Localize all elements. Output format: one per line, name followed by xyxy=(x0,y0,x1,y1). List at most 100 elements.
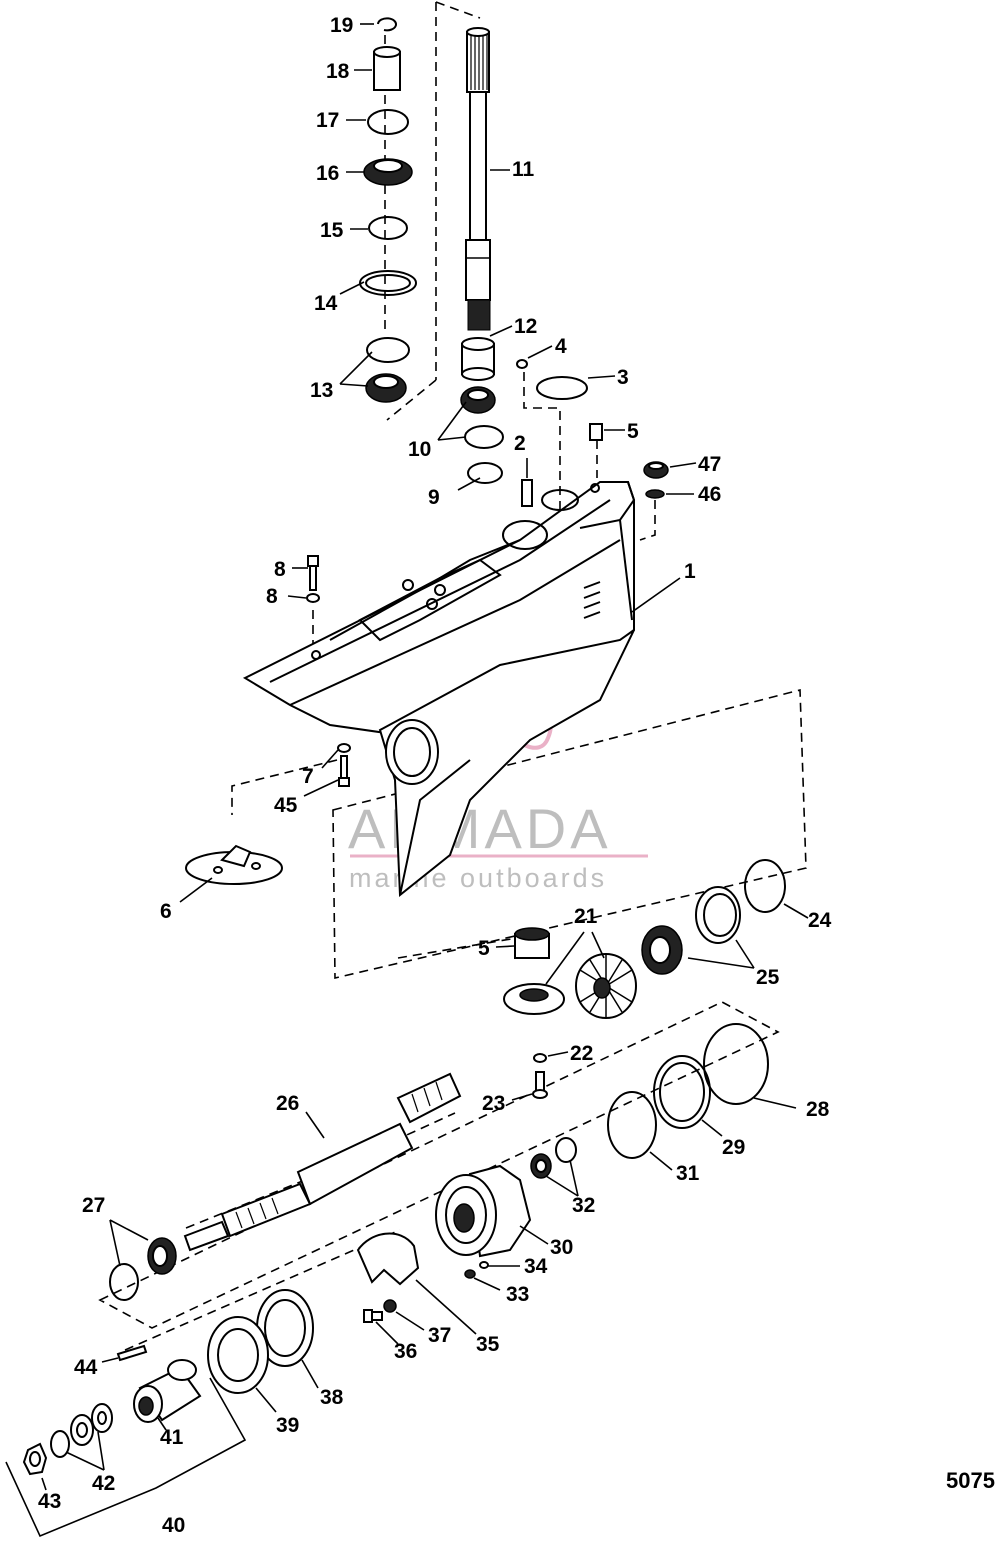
callout-19: 18 xyxy=(326,60,350,83)
callout-22: 22 xyxy=(570,1042,593,1065)
callout-36: 36 xyxy=(394,1340,417,1363)
callout-24: 24 xyxy=(808,909,832,932)
part-9-bolt xyxy=(307,555,319,591)
callout-31: 31 xyxy=(676,1162,700,1185)
part-29-ring xyxy=(653,1055,711,1129)
callout-18: 17 xyxy=(316,109,339,132)
callout-33: 33 xyxy=(506,1283,529,1306)
callout-27: 27 xyxy=(82,1194,105,1217)
part-39-retainer-nut xyxy=(207,1316,269,1394)
part-30-bearing-carrier xyxy=(435,1164,532,1258)
callout-14: 13 xyxy=(310,379,333,402)
part-31-o-ring xyxy=(607,1091,657,1159)
part-47-seal xyxy=(643,461,669,479)
part-5-dowel xyxy=(589,423,603,441)
part-12-driveshaft xyxy=(465,27,491,331)
callout-labels: 19 18 17 16 15 14 13 11 12 4 3 5 2 10 9 … xyxy=(38,14,832,1537)
leader-lines xyxy=(41,23,809,1491)
callout-47: 47 xyxy=(698,453,721,476)
part-37-washer xyxy=(383,1299,397,1313)
part-1-gear-housing xyxy=(242,481,636,898)
part-11-bearing-cup xyxy=(460,386,504,449)
callout-12: 11 xyxy=(512,158,535,181)
part-33-screw xyxy=(464,1269,476,1279)
callout-35: 35 xyxy=(476,1333,500,1356)
callout-37: 37 xyxy=(428,1324,451,1347)
part-28-o-ring xyxy=(703,1023,769,1105)
callout-29: 29 xyxy=(722,1136,745,1159)
part-46-washer xyxy=(645,489,665,499)
part-26-propeller-shaft xyxy=(183,1072,462,1252)
part-36-bolt xyxy=(363,1309,383,1323)
callout-4: 4 xyxy=(555,335,567,358)
callout-10: 9 xyxy=(428,486,440,509)
part-17-bearing xyxy=(363,158,413,186)
part-7-trim-tab xyxy=(185,844,283,885)
callout-23: 23 xyxy=(482,1092,505,1115)
callout-5: 5 xyxy=(627,420,639,443)
part-35-retainer-clamp xyxy=(356,1232,420,1286)
part-13-bushing xyxy=(461,337,495,381)
callout-17: 16 xyxy=(316,162,339,185)
part-43-prop-nut xyxy=(22,1442,48,1476)
part-19-sleeve xyxy=(373,46,401,91)
part-15-shim xyxy=(359,270,417,296)
callout-21: 21 xyxy=(574,905,598,928)
callout-28: 28 xyxy=(806,1098,830,1121)
callout-8-lower: 7 xyxy=(302,765,314,788)
callout-41: 41 xyxy=(160,1426,184,1449)
callout-3: 3 xyxy=(617,366,629,389)
part-3-o-ring xyxy=(536,376,588,400)
callout-8-upper: 8 xyxy=(266,585,278,608)
callout-30: 30 xyxy=(550,1236,573,1259)
callout-26: 26 xyxy=(276,1092,299,1115)
callout-38: 38 xyxy=(320,1386,344,1409)
part-27-bearing xyxy=(109,1237,177,1301)
callout-34: 34 xyxy=(524,1255,548,1278)
part-32-seals xyxy=(530,1137,577,1179)
part-14-tapered-bearing xyxy=(365,337,410,403)
part-34-washer xyxy=(479,1261,489,1269)
callout-11: 10 xyxy=(408,438,431,461)
part-40-kit-bracket xyxy=(5,1377,247,1538)
callout-9: 8 xyxy=(274,558,286,581)
part-16-ring xyxy=(368,216,408,240)
watermark-tagline: marine outboards xyxy=(349,863,607,893)
part-2-dowel-pin xyxy=(521,479,533,507)
callout-32: 32 xyxy=(572,1194,595,1217)
figure-number: 5075 xyxy=(946,1468,995,1493)
part-41-thrust-hub xyxy=(133,1359,202,1423)
callout-45: 45 xyxy=(274,794,298,817)
part-42-washers xyxy=(50,1403,113,1458)
part-24-shim xyxy=(744,859,786,913)
part-8-washer-lower xyxy=(337,743,351,753)
callout-15: 14 xyxy=(314,292,338,315)
part-8-washer-upper xyxy=(306,593,320,603)
callout-2: 2 xyxy=(514,432,526,455)
callout-43: 43 xyxy=(38,1490,61,1513)
part-21-forward-gear xyxy=(503,953,637,1019)
part-4-washer xyxy=(516,359,528,369)
callout-6: 5 xyxy=(478,937,490,960)
part-44-key xyxy=(116,1344,148,1362)
callout-7: 6 xyxy=(160,900,172,923)
part-18-ring xyxy=(367,109,409,135)
driveshaft-stack xyxy=(359,17,669,507)
callout-25: 25 xyxy=(756,966,780,989)
part-45-bolt xyxy=(338,755,350,787)
callout-46: 46 xyxy=(698,483,721,506)
forward-gear-assembly xyxy=(503,859,786,1019)
part-10-shim xyxy=(467,462,503,484)
callout-1: 1 xyxy=(684,560,696,583)
callout-39: 39 xyxy=(276,1414,299,1437)
callout-13: 12 xyxy=(514,315,537,338)
part-25-tapered-bearing xyxy=(641,886,741,975)
watermark-brand: ARMADA xyxy=(348,797,612,860)
callout-16: 15 xyxy=(320,219,344,242)
part-22-washer xyxy=(533,1053,547,1063)
part-23-screw xyxy=(532,1071,548,1099)
callout-44: 44 xyxy=(74,1356,98,1379)
callout-20: 19 xyxy=(330,14,353,37)
